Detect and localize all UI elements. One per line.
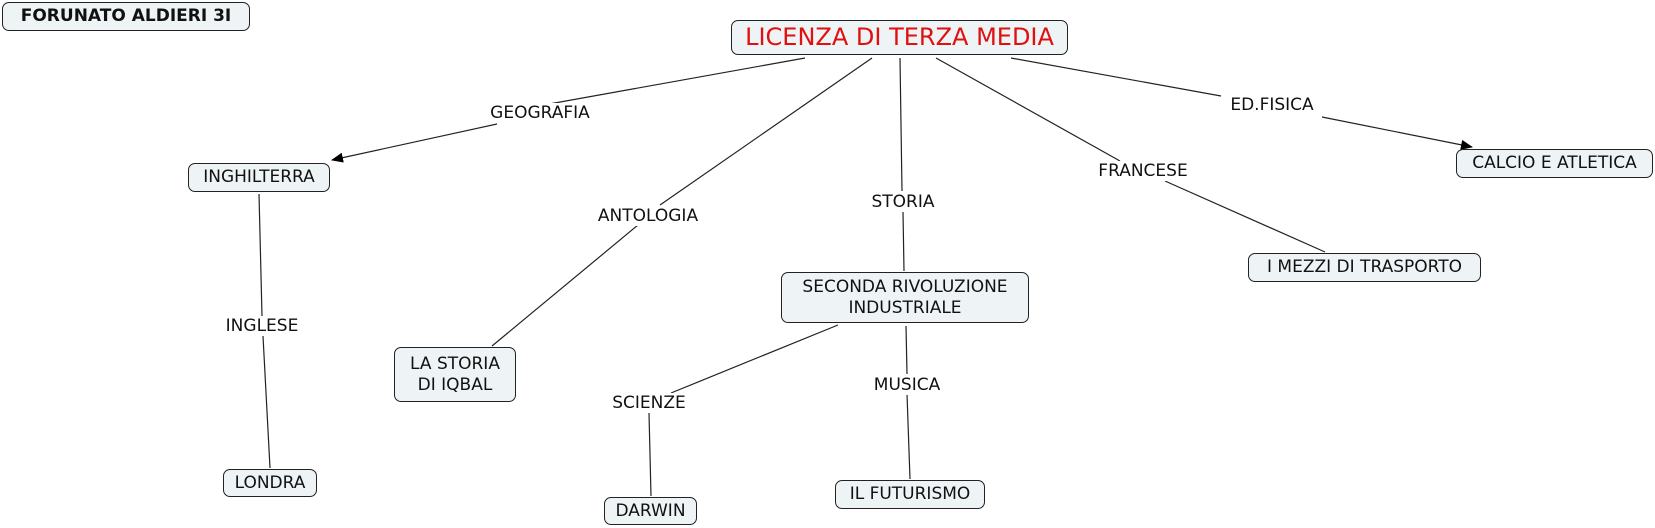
node-mezzi-trasporto[interactable]: I MEZZI DI TRASPORTO — [1248, 253, 1481, 282]
node-storia-iqbal[interactable]: LA STORIA DI IQBAL — [394, 347, 516, 402]
link-label-ed-fisica: ED.FISICA — [1228, 95, 1316, 115]
link-label-musica: MUSICA — [871, 375, 943, 395]
link-label-storia: STORIA — [869, 192, 937, 212]
node-londra[interactable]: LONDRA — [223, 469, 317, 497]
node-calcio-atletica[interactable]: CALCIO E ATLETICA — [1456, 149, 1653, 178]
link-label-antologia: ANTOLOGIA — [595, 206, 701, 226]
link-label-francese: FRANCESE — [1096, 161, 1190, 181]
node-darwin[interactable]: DARWIN — [604, 497, 697, 525]
node-inghilterra[interactable]: INGHILTERRA — [188, 163, 330, 192]
link-label-geografia: GEOGRAFIA — [488, 103, 592, 123]
link-label-scienze: SCIENZE — [610, 393, 688, 413]
root-concept[interactable]: LICENZA DI TERZA MEDIA — [731, 20, 1068, 55]
node-seconda-rivoluzione[interactable]: SECONDA RIVOLUZIONE INDUSTRIALE — [781, 272, 1029, 323]
link-label-inglese: INGLESE — [223, 316, 301, 336]
author-label: FORUNATO ALDIERI 3I — [2, 2, 250, 31]
node-futurismo[interactable]: IL FUTURISMO — [835, 480, 985, 509]
